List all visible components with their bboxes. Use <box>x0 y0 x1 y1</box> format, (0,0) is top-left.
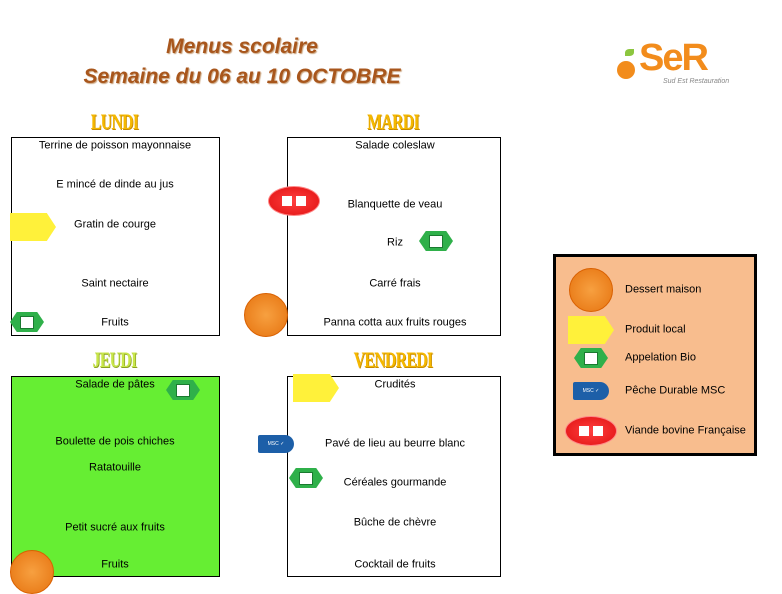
menu-box-jeudi <box>11 376 220 577</box>
menu-box-mardi <box>287 137 501 336</box>
logo-text: SeR <box>639 37 709 79</box>
dessert-badge-icon <box>10 550 54 594</box>
orange-icon <box>617 61 635 79</box>
menu-item: Petit sucré aux fruits <box>65 521 165 534</box>
menu-item: Panna cotta aux fruits rouges <box>323 316 467 329</box>
title-line-1: Menus scolaire <box>166 35 318 58</box>
menu-item: E mincé de dinde au jus <box>56 178 174 191</box>
msc-badge-icon: MSC ✓ <box>573 382 609 400</box>
menu-item: Crudités <box>374 378 416 391</box>
day-header-mardi: MARDI <box>367 109 420 134</box>
legend-label-viande: Viande bovine Française <box>625 424 746 437</box>
menu-item: Céréales gourmande <box>343 476 447 489</box>
bio-badge-icon <box>419 231 453 251</box>
menu-item: Saint nectaire <box>81 277 149 290</box>
legend-label-dessert: Dessert maison <box>625 283 702 296</box>
leaf-icon <box>625 49 634 56</box>
dessert-badge-icon <box>569 268 613 312</box>
legend-label-bio: Appelation Bio <box>625 351 696 364</box>
title-line-2: Semaine du 06 au 10 OCTOBRE <box>83 65 401 88</box>
bio-badge-icon <box>10 312 44 332</box>
local-badge-icon <box>293 374 339 402</box>
menu-item: Terrine de poisson mayonnaise <box>38 139 192 152</box>
menu-item: Bûche de chèvre <box>353 516 437 529</box>
menu-item: Blanquette de veau <box>347 198 443 211</box>
menu-item: Ratatouille <box>89 461 141 474</box>
menu-item: Gratin de courge <box>74 218 156 231</box>
legend-label-msc: Pêche Durable MSC <box>625 384 726 397</box>
dessert-badge-icon <box>244 293 288 337</box>
bio-badge-icon <box>289 468 323 488</box>
menu-item: Riz <box>387 236 403 249</box>
msc-badge-icon: MSC ✓ <box>258 435 294 453</box>
menu-item: Fruits <box>101 558 129 571</box>
bio-badge-icon <box>166 380 200 400</box>
menu-item: Salade de pâtes <box>75 378 155 391</box>
day-header-vendredi: VENDREDI <box>353 347 433 372</box>
logo-subtitle: Sud Est Restauration <box>663 78 730 85</box>
menu-item: Cocktail de fruits <box>354 558 436 571</box>
day-header-jeudi: JEUDI <box>92 347 138 372</box>
bio-badge-icon <box>574 348 608 368</box>
menu-item: Salade coleslaw <box>355 139 435 152</box>
viande-badge-icon <box>565 416 617 446</box>
legend-label-local: Produit local <box>625 323 686 336</box>
menu-item: Fruits <box>101 316 129 329</box>
viande-badge-icon <box>268 186 320 216</box>
local-badge-icon <box>568 316 614 344</box>
menu-item: Boulette de pois chiches <box>55 435 175 448</box>
menu-box-vendredi <box>287 376 501 577</box>
menu-item: Pavé de lieu au beurre blanc <box>324 437 466 450</box>
local-badge-icon <box>10 213 56 241</box>
menu-item: Carré frais <box>369 277 421 290</box>
day-header-lundi: LUNDI <box>90 109 139 134</box>
